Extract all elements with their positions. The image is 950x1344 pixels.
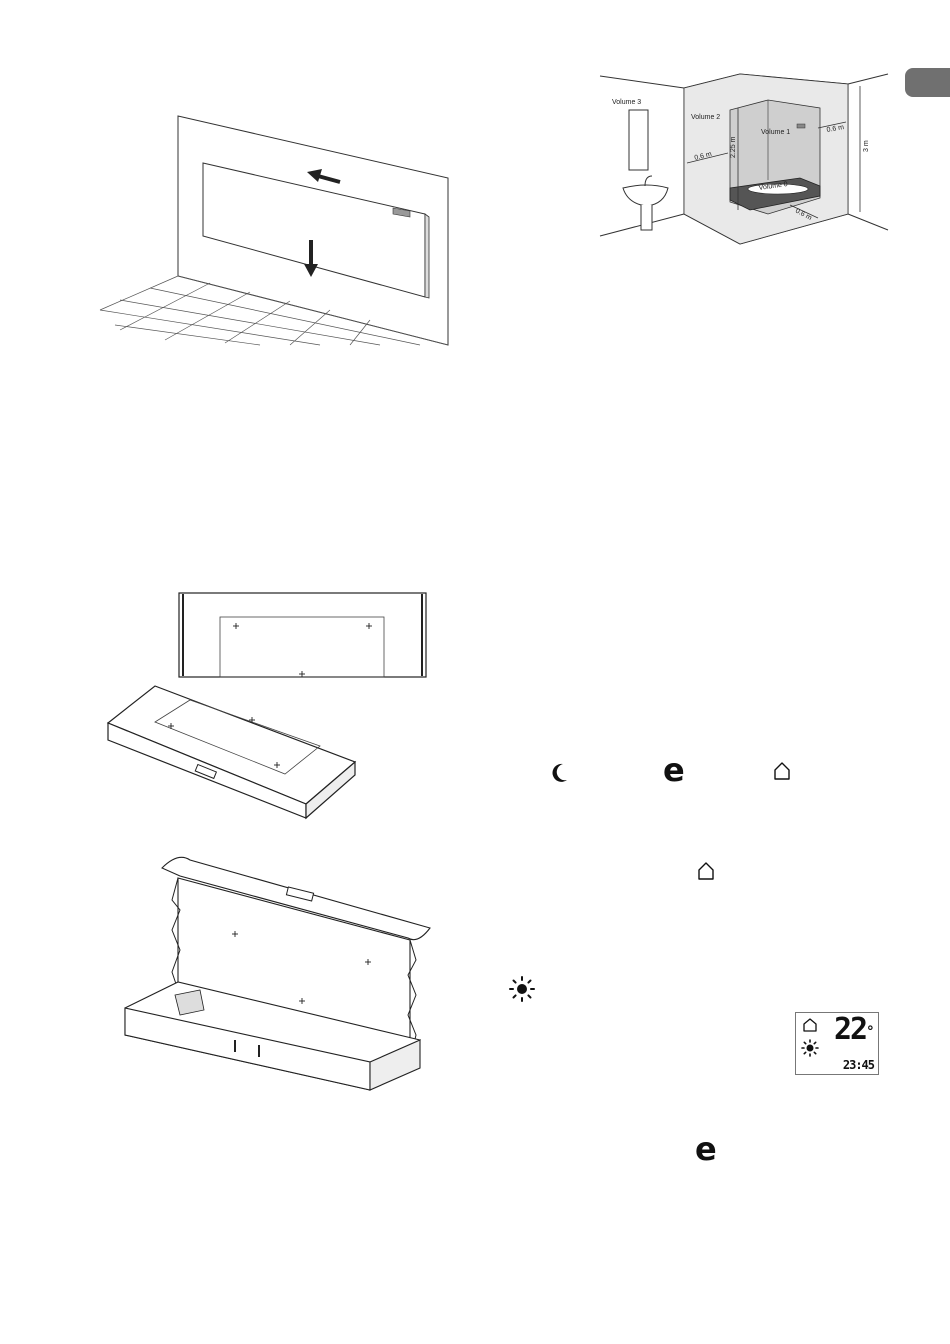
home-icon [773,762,791,780]
degree-symbol: ° [866,1024,872,1040]
thermostat-display: 22° 23:45 [795,1012,879,1075]
sun-icon [509,976,535,1002]
home-icon [697,862,715,880]
temperature-value: 22 [834,1012,866,1047]
eco-icon: e [663,754,685,786]
eco-icon: e [695,1133,717,1165]
home-icon [803,1018,817,1032]
time-readout: 23:45 [843,1058,874,1072]
moon-icon [549,762,569,784]
sun-icon [801,1039,819,1057]
temperature-readout: 22° [834,1013,873,1047]
